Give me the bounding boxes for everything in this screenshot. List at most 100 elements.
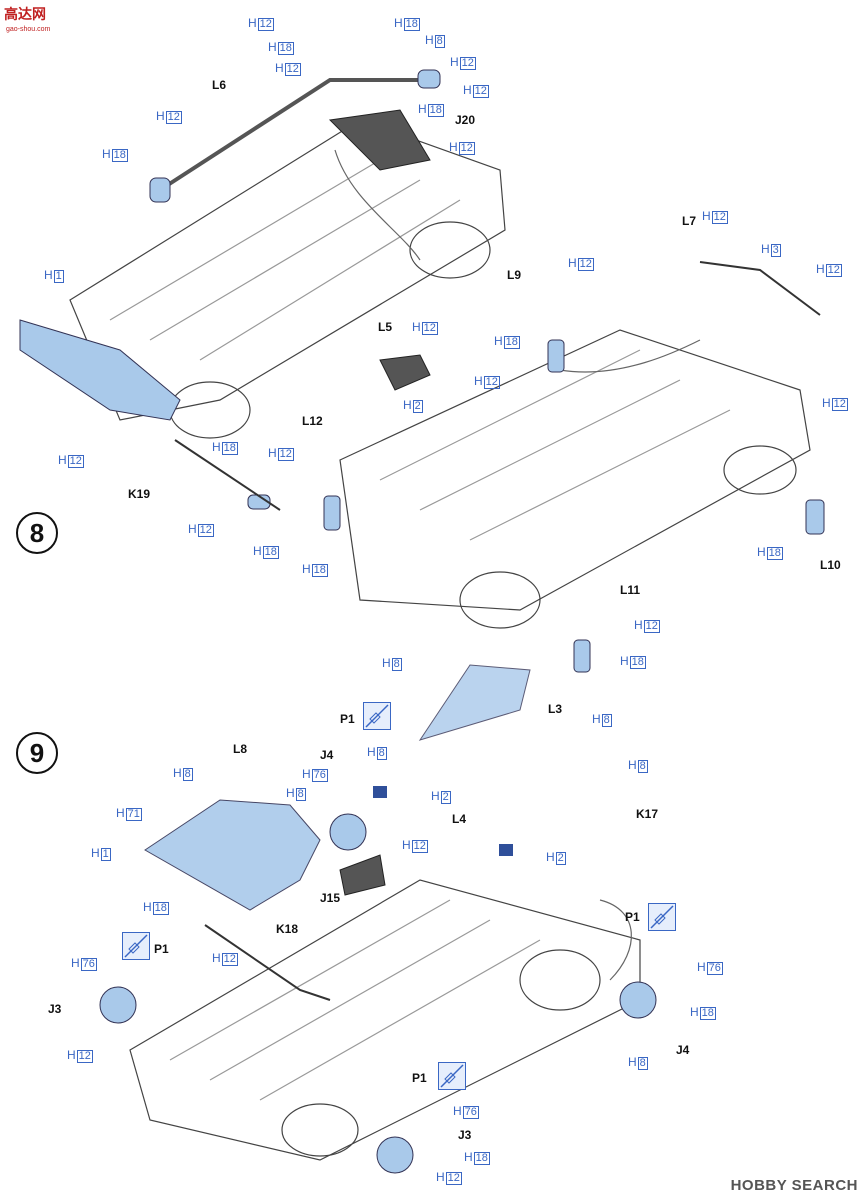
part-label-j4-right: J4 (676, 1043, 690, 1057)
part-label-k18: K18 (276, 922, 299, 936)
part-label-j4-top: J4 (320, 748, 334, 762)
panel-l3 (418, 664, 531, 741)
spring-l11 (573, 639, 591, 673)
part-label-l12: L12 (302, 414, 323, 428)
spring-l10 (805, 499, 825, 535)
link-k19 (174, 439, 281, 511)
part-label-l7: L7 (682, 214, 697, 228)
radiator-panel-part (19, 319, 181, 421)
no-glue-icon (438, 1062, 466, 1090)
step-8-marker: 8 (16, 512, 58, 554)
part-label-l9: L9 (507, 268, 522, 282)
panel-l8 (144, 799, 321, 911)
disc-j3-bottom (376, 1136, 414, 1174)
part-label-j3-left: J3 (48, 1002, 62, 1016)
chassis-lower (129, 879, 641, 1161)
spring-l12 (323, 495, 341, 531)
no-glue-icon (122, 932, 150, 960)
axle-boot-right (417, 69, 441, 89)
part-label-p1-right: P1 (625, 910, 640, 924)
spring-l9 (547, 339, 565, 373)
axle-boot-left (149, 177, 171, 203)
part-label-j3-bottom: J3 (458, 1128, 472, 1142)
step-number: 9 (29, 738, 45, 768)
no-glue-icon (648, 903, 676, 931)
part-label-k19: K19 (128, 487, 151, 501)
part-label-l4: L4 (452, 812, 467, 826)
link-k18 (204, 924, 331, 1001)
part-label-p1-left: P1 (154, 942, 169, 956)
step-number: 8 (29, 518, 45, 548)
part-label-l8: L8 (233, 742, 248, 756)
part-label-k17: K17 (636, 807, 659, 821)
watermark: HOBBY SEARCH (730, 1177, 858, 1194)
site-url: gao-shou.com (6, 26, 51, 33)
bracket-j20 (328, 109, 431, 171)
site-logo: 高达网 (4, 6, 46, 22)
mount-l5 (379, 354, 431, 391)
disc-j4-right (619, 981, 657, 1019)
part-label-l5: L5 (378, 320, 393, 334)
part-label-l11: L11 (620, 583, 641, 597)
part-label-l6: L6 (212, 78, 227, 92)
disc-j3-left (99, 986, 137, 1024)
part-label-j20: J20 (455, 113, 476, 127)
part-label-j15: J15 (320, 891, 341, 905)
stabilizer-l7 (699, 261, 821, 316)
part-label-p1-bottom: P1 (412, 1071, 427, 1085)
no-glue-icon (363, 702, 391, 730)
part-label-l3: L3 (548, 702, 563, 716)
part-label-p1-top: P1 (340, 712, 355, 726)
part-label-l10: L10 (820, 558, 841, 572)
